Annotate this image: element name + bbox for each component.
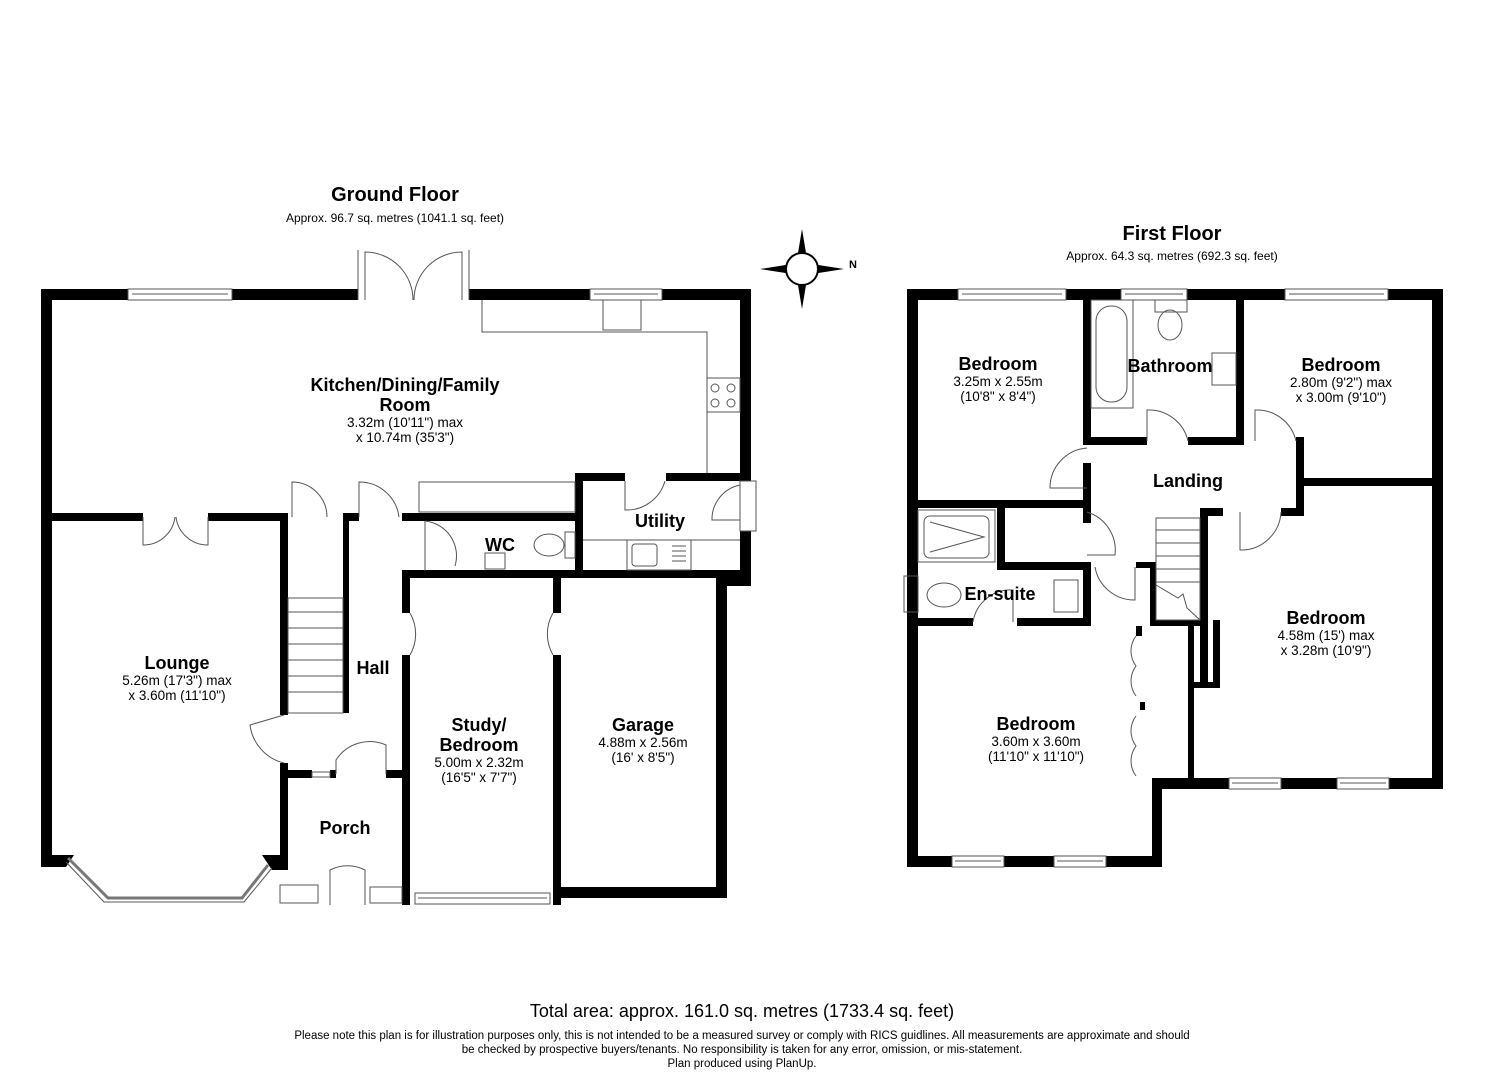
ground-floor-fixtures [65,250,757,905]
ground-floor-area: Approx. 96.7 sq. metres (1041.1 sq. feet… [285,211,505,225]
room-en-suite: En-suite [964,584,1036,604]
first-floor-area: Approx. 64.3 sq. metres (692.3 sq. feet) [1066,249,1278,263]
room-hall: Hall [356,658,390,678]
room-bedroom-front-right: Bedroom 4.58m (15') max x 3.28m (10'9") [1277,608,1375,659]
room-garage: Garage 4.88m x 2.56m (16' x 8'5") [598,715,688,766]
room-bedroom-rear-right: Bedroom 2.80m (9'2") max x 3.00m (9'10") [1290,355,1392,406]
disclaimer: Please note this plan is for illustratio… [252,1030,1232,1071]
room-study-bedroom: Study/ Bedroom 5.00m x 2.32m (16'5" x 7'… [434,715,524,786]
room-kitchen-dining-family: Kitchen/Dining/Family Room 3.32m (10'11"… [310,375,500,446]
room-lounge: Lounge 5.26m (17'3") max x 3.60m (11'10"… [122,653,232,704]
disclaimer-line-1: Please note this plan is for illustratio… [294,1030,1190,1042]
room-bathroom: Bathroom [1127,356,1213,376]
room-bedroom-front-left: Bedroom 3.60m x 3.60m (11'10" x 11'10") [987,714,1085,765]
room-wc: WC [485,535,515,555]
compass-north-label: N [849,259,857,271]
room-landing: Landing [1153,471,1223,491]
disclaimer-line-3: Plan produced using PlanUp. [667,1057,817,1070]
disclaimer-line-2: be checked by prospective buyers/tenants… [461,1043,1023,1056]
room-utility: Utility [634,511,686,531]
total-area: Total area: approx. 161.0 sq. metres (17… [529,1001,955,1021]
compass-rose-icon [760,229,844,309]
first-floor-fixtures [903,288,1390,868]
room-porch: Porch [319,818,371,838]
ground-floor-title: Ground Floor [331,184,459,206]
first-floor-title: First Floor [1122,223,1222,245]
room-bedroom-rear-left: Bedroom 3.25m x 2.55m (10'8" x 8'4") [953,354,1043,405]
